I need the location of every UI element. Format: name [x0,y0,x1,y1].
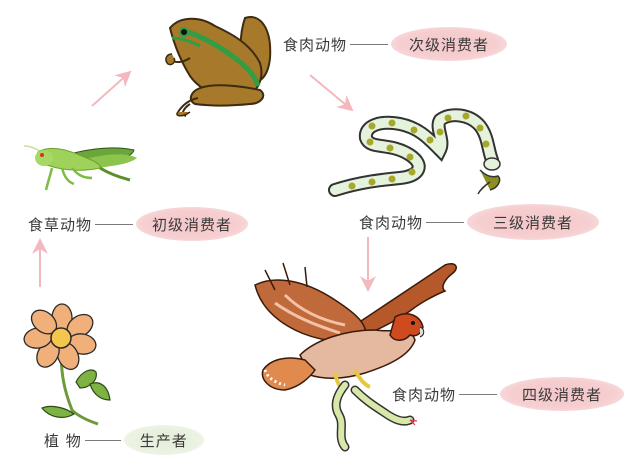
role-badge-producer: 生产者 [123,425,204,455]
role-badge-primary-consumer: 初级消费者 [136,207,249,241]
label-frog: 食肉动物 次级消费者 [283,27,508,61]
role-badge-secondary-consumer: 次级消费者 [391,27,508,61]
flower-illustration [23,303,111,426]
connector-line [350,43,389,45]
category-text: 食草动物 [28,215,93,234]
label-snake: 食肉动物 三级消费者 [359,204,600,240]
role-badge-quaternary-consumer: 四级消费者 [500,377,625,411]
snake-illustration [328,108,501,197]
connector-line [95,223,134,225]
hawk-illustration [254,262,457,452]
category-text: 食肉动物 [359,213,424,232]
category-text: 食肉动物 [283,35,348,54]
role-badge-tertiary-consumer: 三级消费者 [467,204,600,240]
connector-line [426,221,465,223]
category-text: 植 物 [44,431,82,450]
category-text: 食肉动物 [392,385,457,404]
label-plant: 植 物 生产者 [44,425,204,455]
label-hawk: 食肉动物 四级消费者 [392,377,625,411]
label-grasshopper: 食草动物 初级消费者 [28,207,249,241]
grasshopper-illustration [23,145,137,191]
connector-line [459,393,498,395]
connector-line [84,439,121,441]
frog-illustration [165,16,272,117]
